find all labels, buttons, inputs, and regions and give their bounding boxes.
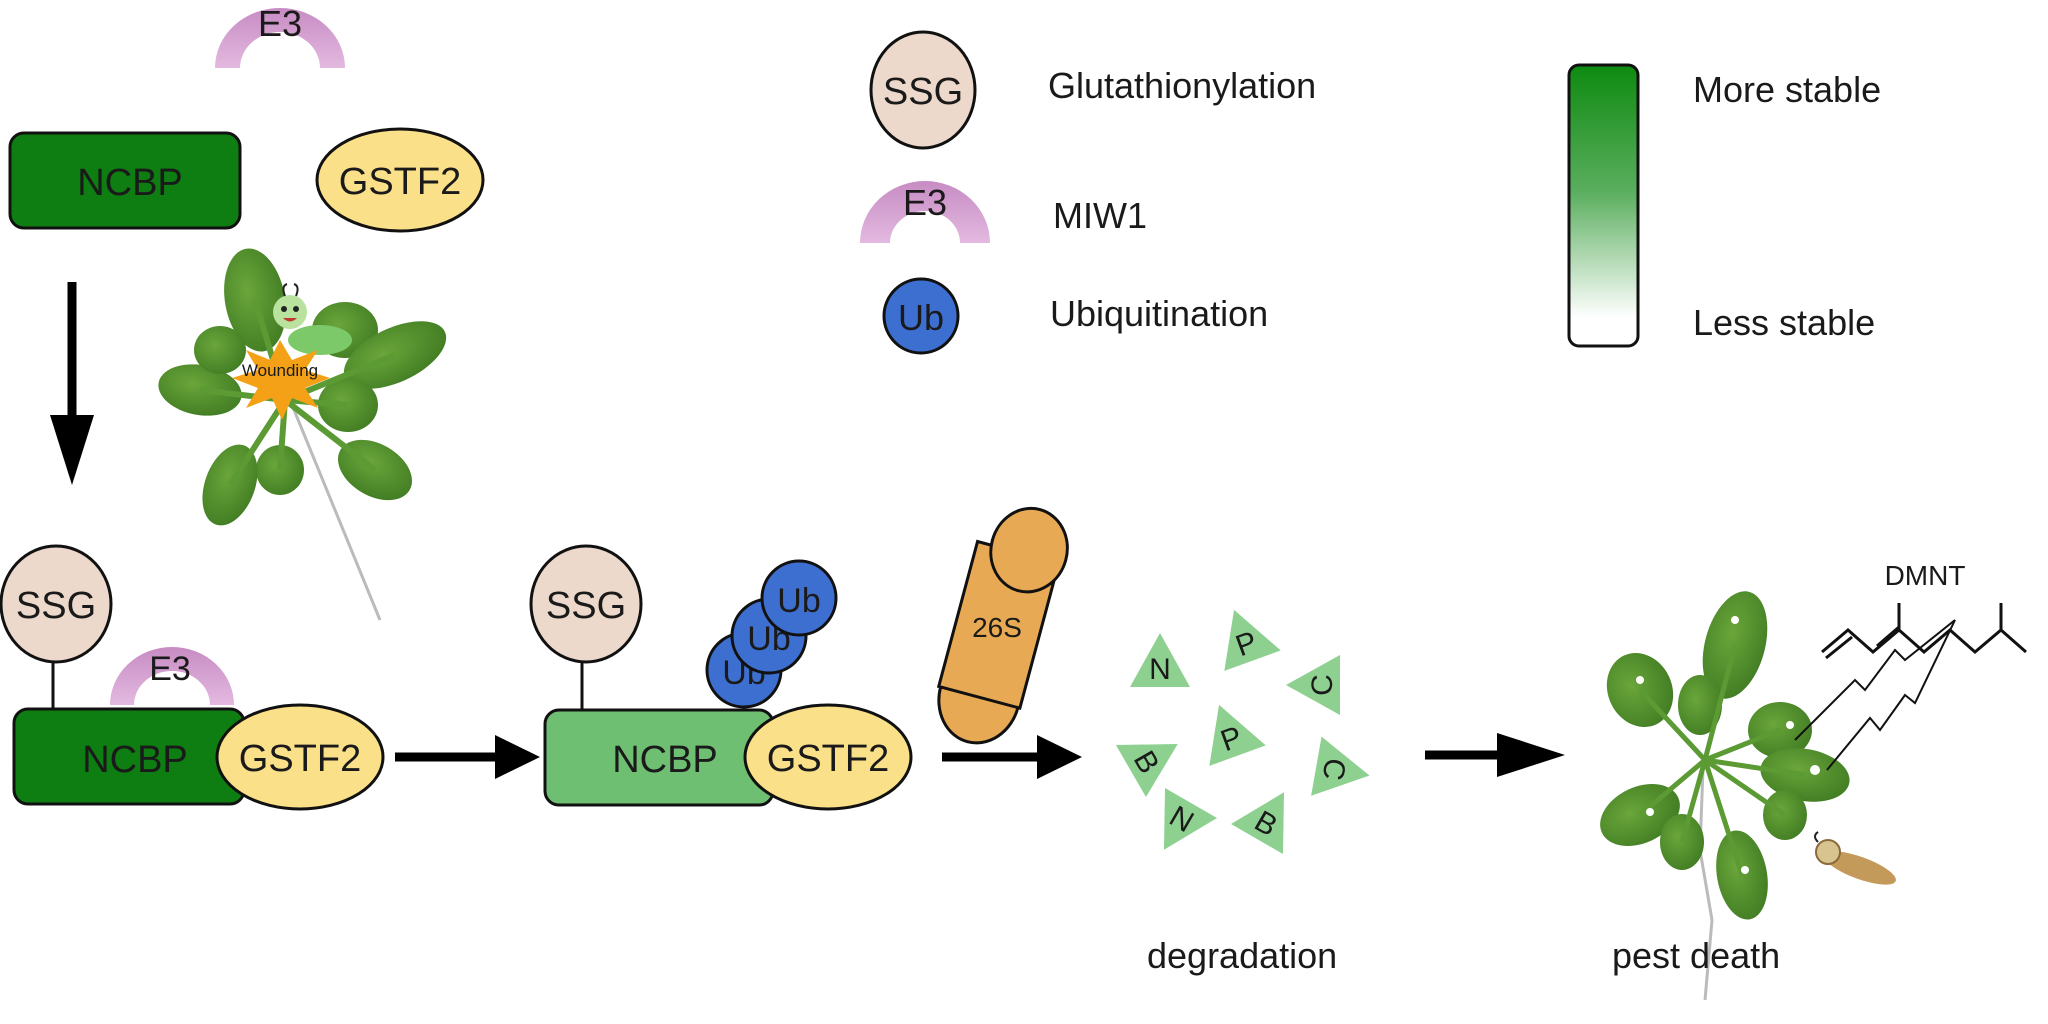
stability-top-label: More stable bbox=[1693, 69, 1881, 110]
wounded-plant-icon: Wounding bbox=[158, 248, 447, 621]
e3-label: E3 bbox=[149, 650, 191, 688]
gstf2-label: GSTF2 bbox=[239, 738, 361, 780]
fragment-triangle bbox=[1286, 655, 1340, 715]
ssg-symbol: SSG bbox=[883, 71, 963, 113]
legend-item-ub: Ub Ubiquitination bbox=[882, 277, 1268, 355]
complex-stable: SSG E3 NCBP GSTF2 bbox=[0, 544, 385, 811]
dmnt-signal-bolt-icon bbox=[1794, 619, 1956, 771]
right-arrow-icon bbox=[1425, 733, 1565, 777]
dead-caterpillar-icon bbox=[1814, 831, 1896, 885]
fragment-label: C bbox=[1306, 674, 1339, 696]
legend-label-miw1: MIW1 bbox=[1053, 195, 1147, 236]
proteasome-26s: 26S bbox=[936, 506, 1069, 745]
ub-icon bbox=[882, 277, 960, 355]
fragment-b: B bbox=[1231, 792, 1284, 855]
ncbp-box bbox=[8, 131, 242, 230]
gstf2-ellipse bbox=[743, 703, 913, 811]
ssg-circle bbox=[0, 544, 113, 664]
fragment-triangle bbox=[1115, 744, 1178, 797]
ncbp-label: NCBP bbox=[82, 739, 188, 781]
right-arrow-icon bbox=[942, 735, 1082, 779]
fragment-b: B bbox=[1115, 744, 1178, 797]
dmnt-label: DMNT bbox=[1885, 560, 1966, 591]
pest-death-caption: pest death bbox=[1612, 935, 1780, 976]
fragment-triangle bbox=[1164, 787, 1217, 850]
legend-item-e3: E3 MIW1 bbox=[860, 181, 1147, 243]
ncbp-free: NCBP bbox=[8, 131, 242, 230]
fragment-triangle bbox=[1224, 609, 1281, 671]
proteasome-label: 26S bbox=[972, 612, 1022, 643]
legend: SSG Glutathionylation E3 MIW1 Ub Ubiquit… bbox=[860, 30, 1881, 355]
legend-label-glutathionylation: Glutathionylation bbox=[1048, 65, 1316, 106]
caterpillar-icon bbox=[273, 283, 352, 355]
legend-label-ubiquitination: Ubiquitination bbox=[1050, 293, 1268, 334]
ssg-circle bbox=[529, 544, 643, 664]
ncbp-label: NCBP bbox=[77, 162, 183, 204]
e3-arc-icon bbox=[215, 8, 345, 68]
down-arrow-icon bbox=[50, 282, 94, 485]
degradation-caption: degradation bbox=[1147, 935, 1337, 976]
wounding-label: Wounding bbox=[242, 361, 318, 380]
healthy-plant-icon bbox=[1600, 591, 1850, 1001]
ssg-label: SSG bbox=[16, 585, 96, 627]
ssg-icon bbox=[869, 30, 977, 150]
stability-scale: More stable Less stable bbox=[1567, 63, 1881, 348]
dmnt-structure-icon: DMNT bbox=[1821, 560, 2027, 660]
fragment-triangle bbox=[1231, 792, 1284, 855]
ub-label: Ub bbox=[777, 582, 820, 620]
fragment-c: C bbox=[1286, 655, 1340, 715]
stability-gradient-bar bbox=[1567, 63, 1640, 348]
ub-circle bbox=[760, 559, 838, 637]
fragment-p: P bbox=[1209, 704, 1266, 766]
legend-item-ssg: SSG Glutathionylation bbox=[869, 30, 1316, 150]
e3-arc-icon bbox=[860, 181, 990, 243]
e3-label: E3 bbox=[258, 3, 302, 44]
ncbp-label: NCBP bbox=[612, 739, 718, 781]
ssg-label: SSG bbox=[546, 585, 626, 627]
right-arrow-icon bbox=[395, 735, 540, 779]
ub-symbol: Ub bbox=[898, 297, 944, 338]
fragment-p: P bbox=[1224, 609, 1281, 671]
stability-bottom-label: Less stable bbox=[1693, 302, 1875, 343]
fragment-triangle bbox=[1209, 704, 1266, 766]
fragment-triangle bbox=[1311, 736, 1370, 796]
fragment-n: N bbox=[1130, 633, 1190, 687]
gstf2-label: GSTF2 bbox=[339, 161, 461, 203]
e3-arc-icon bbox=[110, 647, 234, 705]
gstf2-ellipse bbox=[215, 703, 385, 811]
gstf2-free: GSTF2 bbox=[315, 127, 485, 233]
gstf2-label: GSTF2 bbox=[767, 738, 889, 780]
fragment-c: C bbox=[1311, 736, 1370, 796]
fragment-n: N bbox=[1164, 787, 1217, 850]
wounding-burst-icon bbox=[232, 340, 330, 420]
fragment-label: N bbox=[1149, 653, 1171, 686]
e3-symbol: E3 bbox=[903, 182, 947, 223]
fragment-triangle bbox=[1130, 633, 1190, 687]
gstf2-ellipse bbox=[315, 127, 485, 233]
complex-ubiquitinated: SSG Ub Ub Ub NCBP GSTF2 bbox=[529, 544, 913, 811]
e3-ligase-free: E3 bbox=[215, 3, 345, 68]
